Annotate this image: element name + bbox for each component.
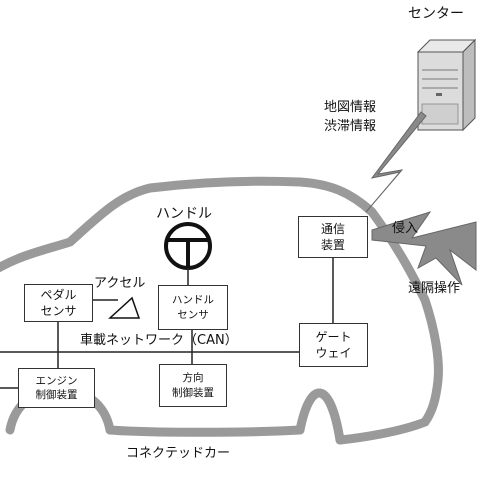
remote-op-label: 遠隔操作 <box>408 281 461 296</box>
engine-ctrl-line2: 制御装置 <box>35 389 78 401</box>
direction-ctrl-line1: 方向 <box>182 372 204 385</box>
accelerator-pedal-icon <box>108 296 141 319</box>
comm-unit-line1: 通信 <box>320 221 345 236</box>
steering-wheel-icon <box>164 222 212 270</box>
comm-unit-line2: 装置 <box>320 238 345 252</box>
pedal-sensor-line1: ペダル <box>40 287 77 302</box>
pedal-sensor-box: ペダル センサ <box>24 284 93 322</box>
map-info-label: 地図情報 <box>324 100 377 115</box>
network-label: 車載ネットワーク（CAN） <box>80 333 238 348</box>
engine-ctrl-box: エンジン 制御装置 <box>18 368 95 408</box>
engine-ctrl-line1: エンジン <box>35 374 78 387</box>
steering-sensor-line2: センサ <box>177 308 209 321</box>
attack-lightning-bolt <box>371 211 477 286</box>
gateway-line2: ウェイ <box>315 346 352 360</box>
accelerator-label: アクセル <box>94 276 146 291</box>
direction-ctrl-box: 方向 制御装置 <box>159 364 227 407</box>
direction-ctrl-line2: 制御装置 <box>172 386 214 399</box>
steering-sensor-line1: ハンドル <box>172 294 214 307</box>
gateway-box: ゲート ウェイ <box>299 323 368 367</box>
center-lightning-bolt <box>365 111 427 213</box>
server-icon <box>416 38 477 132</box>
comm-unit-box: 通信 装置 <box>298 216 368 258</box>
front-wheel-arch <box>295 388 345 445</box>
intrusion-label: 侵入 <box>392 221 419 236</box>
connected-car-label: コネクテッドカー <box>126 446 231 461</box>
traffic-info-label: 渋滞情報 <box>324 119 377 134</box>
center-label: センター <box>408 6 464 22</box>
gateway-line1: ゲート <box>315 329 352 344</box>
network-lines <box>0 258 334 389</box>
steering-wheel-label: ハンドル <box>156 206 212 222</box>
steering-sensor-box: ハンドル センサ <box>158 285 228 330</box>
pedal-sensor-line2: センサ <box>40 304 77 318</box>
